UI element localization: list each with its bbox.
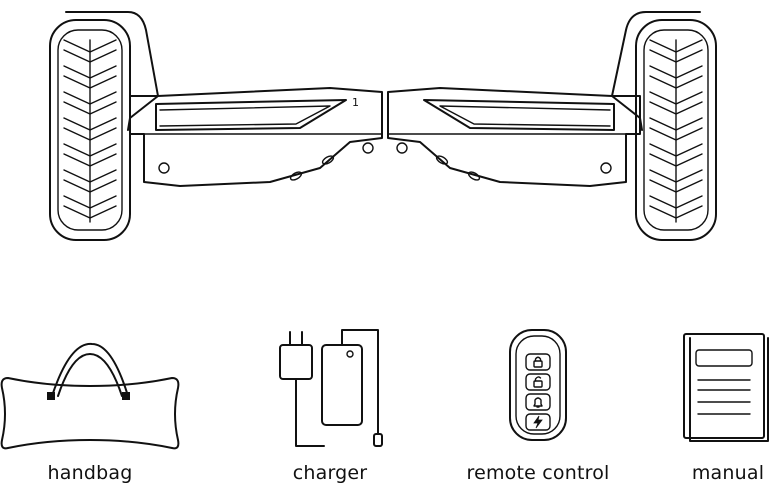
charger-led bbox=[346, 350, 354, 358]
hoverboard: 1 bbox=[49, 11, 717, 241]
remote-body bbox=[509, 329, 567, 441]
handbag-handle-inner bbox=[57, 353, 123, 397]
handbag-body bbox=[0, 377, 180, 450]
left-wheel bbox=[49, 19, 131, 241]
charger-cable-plug bbox=[295, 378, 325, 447]
remote-button-unlock bbox=[525, 373, 551, 391]
remote-button-alarm bbox=[525, 393, 551, 411]
manual-cover bbox=[683, 333, 765, 439]
lightning-icon bbox=[533, 415, 543, 429]
manual-text-lines bbox=[697, 379, 751, 415]
handbag-buckle-left bbox=[47, 392, 55, 400]
right-wheel bbox=[635, 19, 717, 241]
lock-icon bbox=[533, 356, 543, 368]
left-fender bbox=[65, 11, 159, 131]
right-body-half bbox=[387, 87, 641, 187]
manual-illustration bbox=[683, 333, 769, 442]
manual-title-box bbox=[695, 349, 753, 367]
handbag-buckle-right bbox=[122, 392, 130, 400]
charger-illustration bbox=[279, 329, 383, 447]
charger-label: charger bbox=[292, 462, 368, 484]
right-fender bbox=[611, 11, 701, 131]
board-mark: 1 bbox=[352, 96, 359, 109]
remote-control-illustration bbox=[509, 329, 567, 441]
remote-control-label: remote control bbox=[466, 462, 610, 484]
charger-connector bbox=[373, 433, 383, 447]
handbag-illustration bbox=[0, 342, 180, 450]
charger-brick bbox=[321, 344, 363, 426]
remote-button-lock bbox=[525, 353, 551, 371]
unlock-icon bbox=[533, 376, 543, 388]
manual-label: manual bbox=[691, 462, 765, 484]
handbag-handle bbox=[51, 342, 129, 397]
left-body-half bbox=[129, 87, 383, 187]
remote-button-power bbox=[525, 413, 551, 431]
bell-icon bbox=[533, 397, 543, 408]
charger-cable-output bbox=[341, 329, 379, 435]
charger-plug bbox=[279, 344, 313, 380]
manual-page-edge bbox=[689, 337, 769, 442]
handbag-label: handbag bbox=[47, 462, 133, 484]
